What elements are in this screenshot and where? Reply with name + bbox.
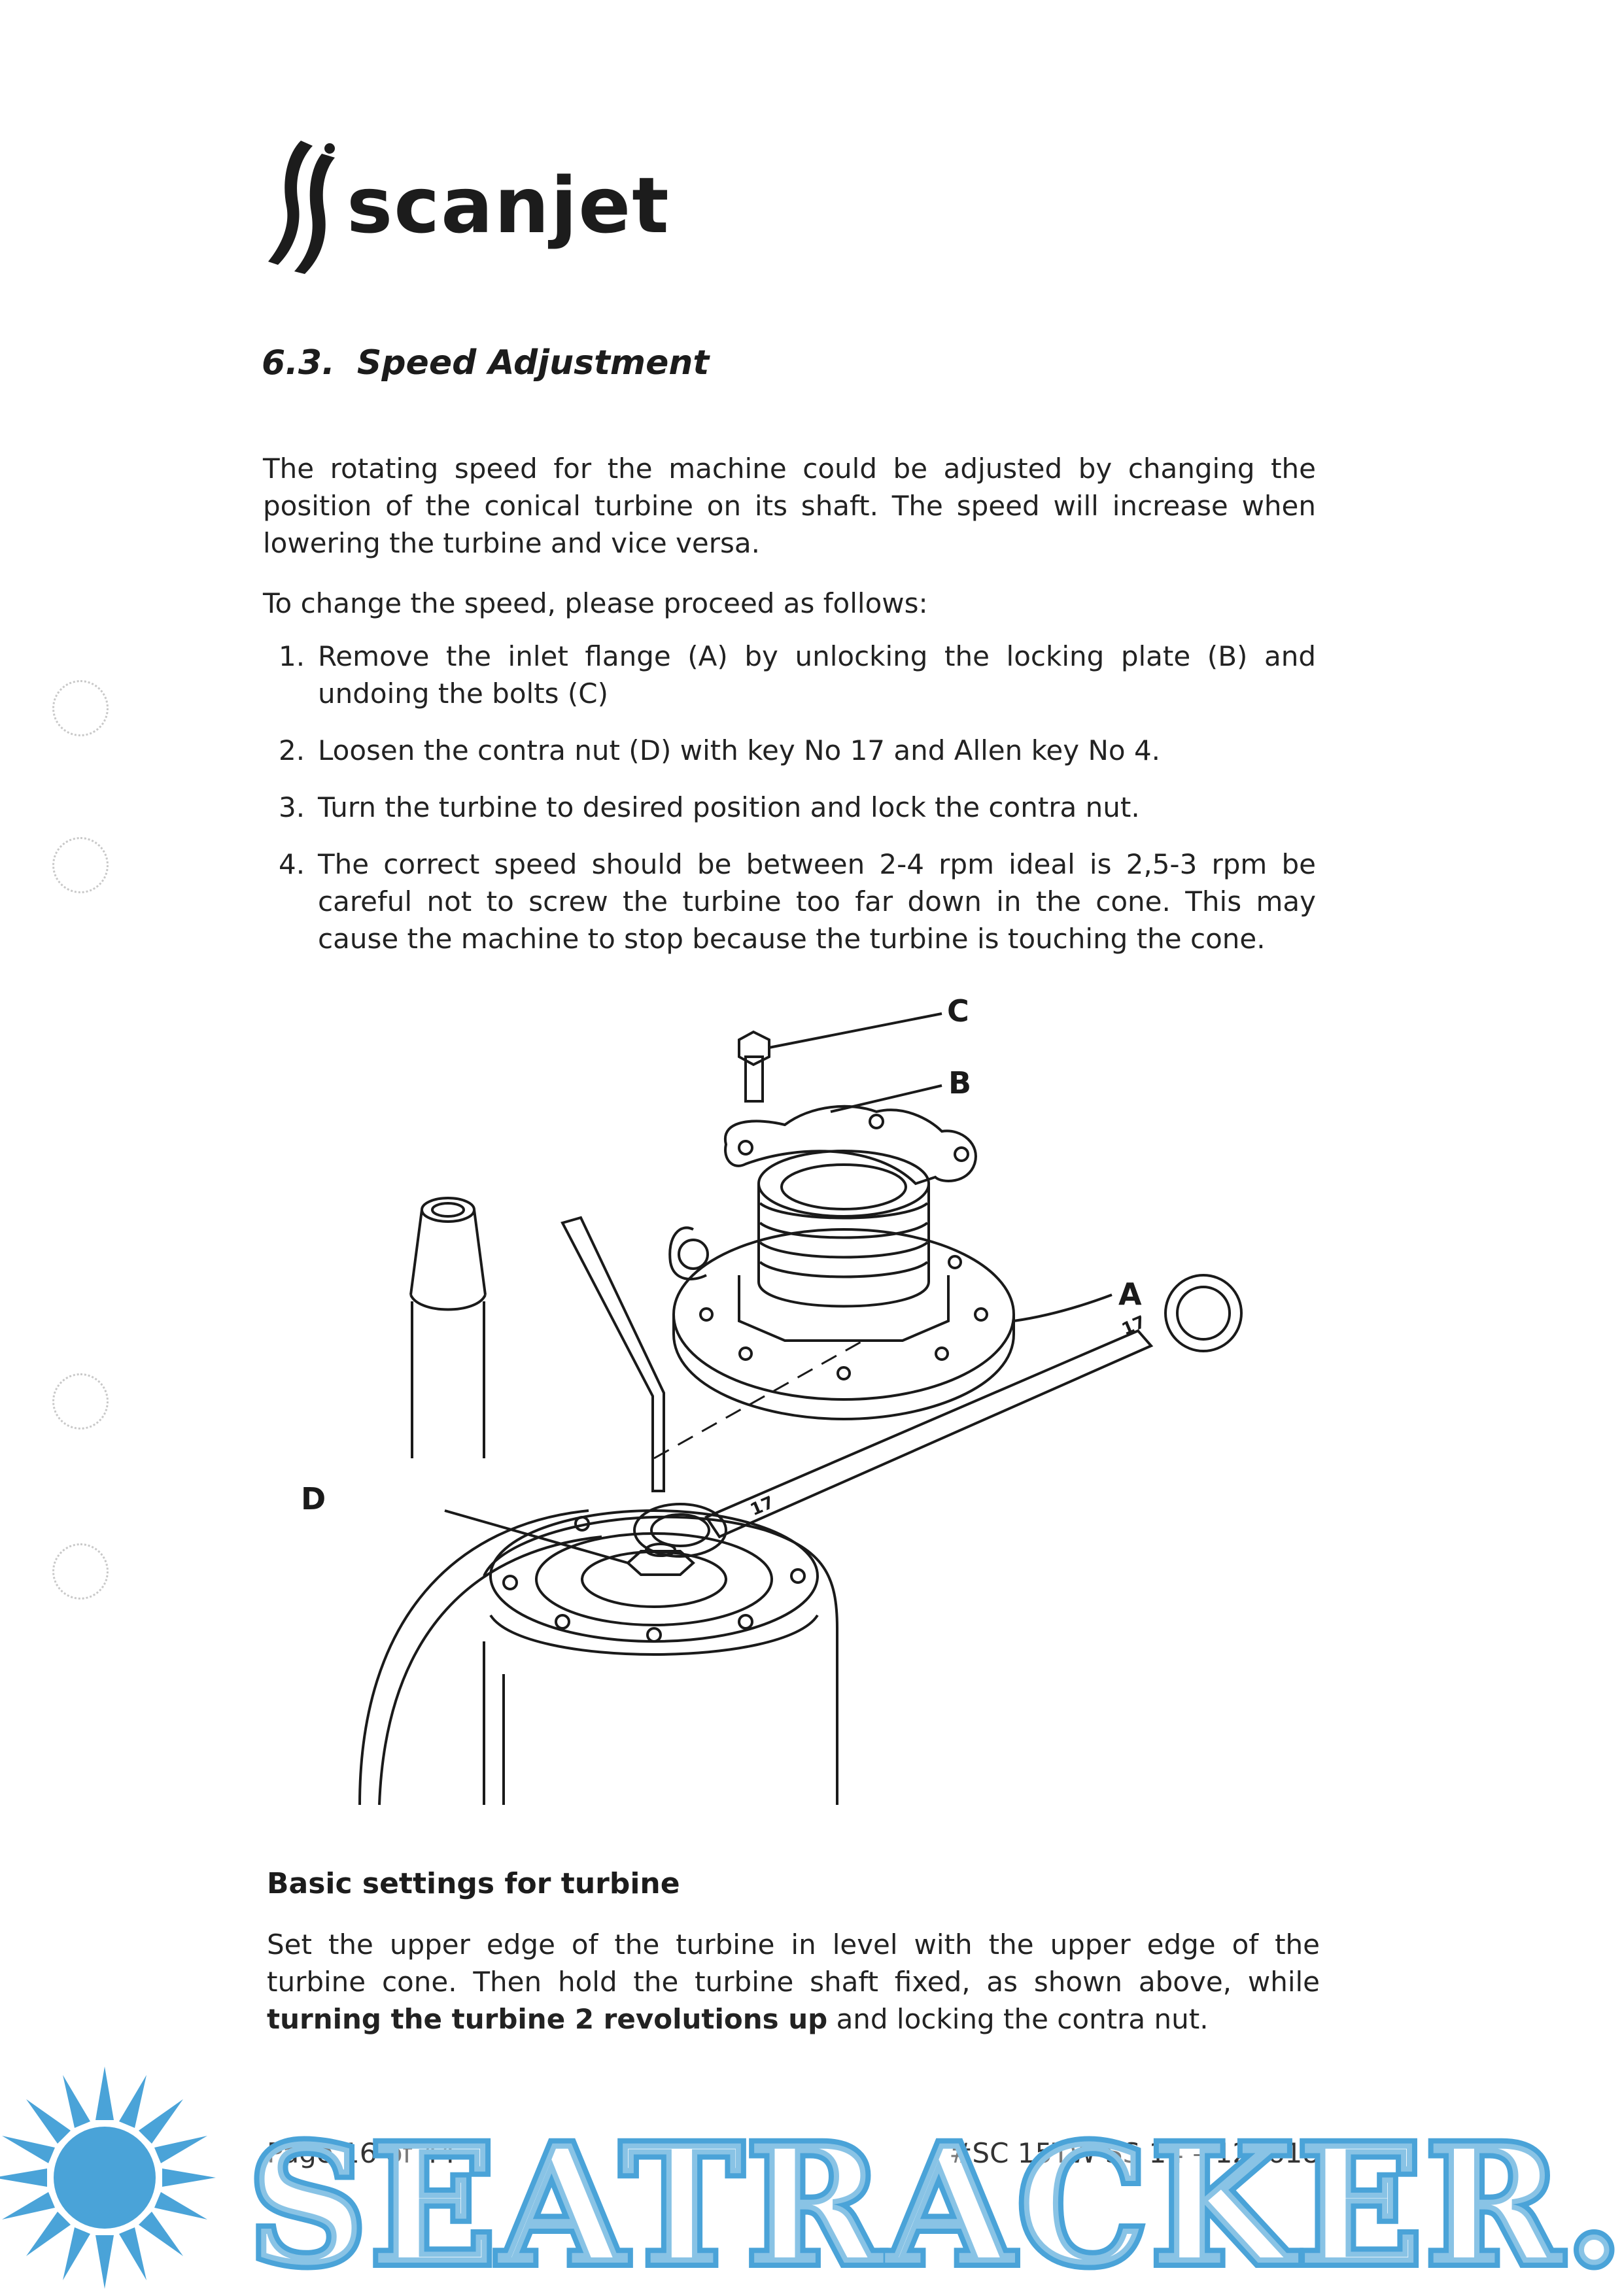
step-text: The correct speed should be between 2-4 … [318,848,1316,955]
punch-hole [52,1373,109,1430]
watermark-text-outline: SEATRACKER.RU [249,2109,1622,2293]
step-text: Loosen the contra nut (D) with key No 17… [318,734,1161,766]
page-number: Page 16 of 44 [267,2137,457,2169]
basic-text-1: Set the upper edge of the turbine in lev… [267,1928,1320,1998]
step-text: Turn the turbine to desired position and… [318,791,1140,823]
list-item: 4. The correct speed should be between 2-… [263,846,1316,957]
logo-wordmark: scanjet [347,160,670,250]
seatracker-watermark: SEATRACKER.RU SEATRACKER.RU [0,2066,1622,2296]
procedure-list: 1. Remove the inlet flange (A) by unlocki… [263,638,1316,957]
step-number: 4. [279,848,305,880]
bolt-c-icon [738,1012,942,1103]
pipe-icon [409,1197,487,1458]
inlet-flange-a-icon [668,1150,1113,1421]
sun-icon: SEATRACKER.RU SEATRACKER.RU [0,2066,1622,2296]
lead-paragraph: To change the speed, please proceed as f… [263,587,928,619]
section-number: 6.3. [262,343,335,383]
step-number: 2. [279,734,305,766]
basic-settings-paragraph: Set the upper edge of the turbine in lev… [267,1926,1320,2038]
turbine-assembly-drawing: 17 17 C B A D [288,987,1308,1811]
basic-text-bold: turning the turbine 2 revolutions up [267,2003,828,2035]
list-item: 3. Turn the turbine to desired position a… [263,789,1316,826]
list-item: 1. Remove the inlet flange (A) by unlocki… [263,638,1316,712]
basic-text-2: and locking the contra nut. [827,2003,1209,2035]
section-heading: 6.3. Speed Adjustment [262,343,709,383]
punch-hole [52,1543,109,1600]
callout-d: D [301,1481,326,1516]
watermark-text: SEATRACKER.RU [249,2109,1622,2293]
callout-c: C [947,993,969,1029]
scanjet-logo: scanjet [262,134,670,278]
wrench-size-label: 17 [1119,1312,1148,1340]
document-reference: #SC 15TW-SS 14 – 120618 [949,2137,1320,2169]
contra-nut-d-icon [444,1509,695,1576]
scanjet-mark-icon [268,141,335,274]
callout-a: A [1118,1277,1142,1312]
basic-settings-heading: Basic settings for turbine [267,1867,680,1900]
punch-hole [52,837,109,893]
intro-paragraph: The rotating speed for the machine could… [263,453,1316,559]
allen-key-icon [561,1216,665,1492]
list-item: 2. Loosen the contra nut (D) with key No … [263,732,1316,769]
wrench-17-icon: 17 17 [633,1274,1243,1558]
punch-hole [52,680,109,736]
step-text: Remove the inlet flange (A) by unlocking… [318,640,1316,710]
callout-b: B [948,1065,971,1101]
section-title: Speed Adjustment [356,343,710,383]
step-number: 3. [279,791,305,823]
step-number: 1. [279,640,305,672]
locking-plate-b-icon [723,1084,977,1186]
